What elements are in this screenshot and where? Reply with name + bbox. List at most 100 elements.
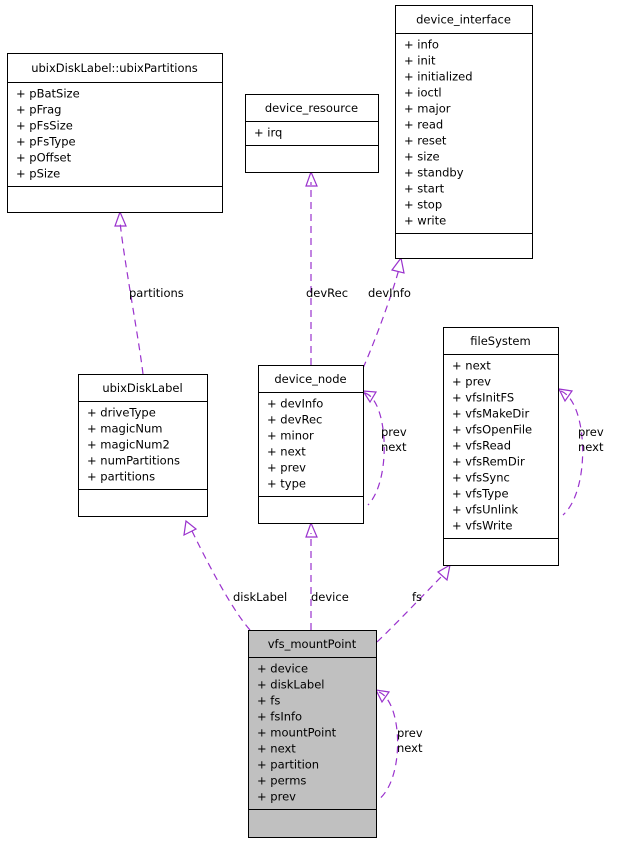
class-box-frame bbox=[245, 94, 379, 173]
class-attribute: + diskLabel bbox=[257, 678, 324, 692]
class-attribute: + ioctl bbox=[404, 86, 442, 100]
class-box-device_node[interactable]: device_node+ devInfo+ devRec+ minor+ nex… bbox=[258, 365, 364, 524]
edge-devInfo-line bbox=[357, 268, 400, 380]
class-attribute: + major bbox=[404, 102, 451, 116]
class-attribute: + pSize bbox=[16, 167, 60, 181]
class-attribute: + driveType bbox=[87, 406, 156, 420]
edge-device-arrowhead bbox=[305, 521, 318, 538]
class-attribute: + magicNum bbox=[87, 422, 162, 436]
edge-partitions-label: partitions bbox=[129, 286, 184, 300]
class-box-frame bbox=[395, 5, 533, 259]
edge-fs-label: fs bbox=[412, 590, 422, 604]
class-name-device_interface: device_interface bbox=[416, 13, 511, 27]
edge-devRec: devRec bbox=[305, 170, 348, 365]
class-box-vfs_mountPoint[interactable]: vfs_mountPoint+ device+ diskLabel+ fs+ f… bbox=[248, 630, 377, 838]
class-attribute: + vfsMakeDir bbox=[452, 407, 529, 421]
class-box-device_resource[interactable]: device_resource + irq bbox=[245, 94, 379, 173]
edge-devInfo-label: devInfo bbox=[368, 286, 411, 300]
class-attribute: + pFsType bbox=[16, 135, 76, 149]
edge-devInfo: devInfo bbox=[357, 256, 411, 380]
edge-diskLabel: diskLabel bbox=[183, 519, 287, 631]
class-name-device_node: device_node bbox=[274, 372, 346, 386]
class-attribute: + reset bbox=[404, 134, 447, 148]
class-box-fileSystem[interactable]: fileSystem + next + prev + vfsInitFS + vfsMa… bbox=[443, 327, 559, 566]
edge-fs-line bbox=[376, 574, 444, 643]
class-attribute: + vfsInitFS bbox=[452, 391, 514, 405]
class-box-device_interface[interactable]: device_interface+ info+ init+ initialize… bbox=[395, 5, 533, 259]
class-attribute: + mountPoint bbox=[257, 726, 337, 740]
class-attribute: + vfsOpenFile bbox=[452, 423, 532, 437]
class-attribute: + read bbox=[404, 118, 443, 132]
edge-devInfo-arrowhead bbox=[390, 256, 405, 274]
class-attribute: + magicNum2 bbox=[87, 438, 170, 452]
class-attribute: + partition bbox=[257, 758, 319, 772]
edge-partitions-line bbox=[119, 221, 144, 375]
class-name-vfs_mountPoint: vfs_mountPoint bbox=[268, 637, 357, 651]
edge-partitions-arrowhead bbox=[114, 210, 127, 227]
class-attribute: + pBatSize bbox=[16, 87, 80, 101]
class-box-frame bbox=[78, 374, 208, 517]
class-attribute: + stop bbox=[404, 198, 442, 212]
class-attribute: + write bbox=[404, 214, 446, 228]
class-attribute: + devInfo bbox=[267, 397, 323, 411]
edge-diskLabel-label: diskLabel bbox=[233, 590, 287, 604]
edge-diskLabel-arrowhead bbox=[183, 519, 198, 537]
edge-devRec-arrowhead bbox=[305, 170, 318, 187]
class-attribute: + pOffset bbox=[16, 151, 72, 165]
class-attribute: + vfsRead bbox=[452, 439, 511, 453]
class-attribute: + partitions bbox=[87, 470, 155, 484]
edge-fs-prevnext-arrowhead bbox=[557, 388, 574, 403]
class-box-frame bbox=[248, 630, 377, 838]
edge-mount-prevnext-line bbox=[377, 691, 399, 801]
class-box-ubixDiskLabel[interactable]: ubixDiskLabel + driveType + magicNum + magi… bbox=[78, 374, 208, 517]
class-attribute: + initialized bbox=[404, 70, 473, 84]
edge-device: device bbox=[305, 521, 349, 630]
class-attribute: + standby bbox=[404, 166, 464, 180]
class-attribute: + device bbox=[257, 662, 308, 676]
class-name-ubixPartitions: ubixDiskLabel::ubixPartitions bbox=[31, 61, 198, 75]
class-box-frame bbox=[258, 365, 364, 524]
edge-fs-arrowhead bbox=[436, 563, 451, 582]
class-attribute: + prev bbox=[452, 375, 491, 389]
class-attribute: + prev bbox=[257, 790, 296, 804]
edge-device-label: device bbox=[311, 590, 349, 604]
edge-mount-prevnext-arrowhead bbox=[374, 689, 391, 704]
class-attribute: + irq bbox=[254, 126, 282, 140]
edge-fs-prevnext-line bbox=[560, 390, 584, 516]
class-attribute: + vfsWrite bbox=[452, 519, 513, 533]
class-attribute: + type bbox=[267, 477, 306, 491]
class-attribute: + pFsSize bbox=[16, 119, 73, 133]
edge-partitions: partitions bbox=[114, 210, 184, 375]
class-attribute: + perms bbox=[257, 774, 306, 788]
class-attribute: + next bbox=[452, 359, 491, 373]
class-attribute: + vfsUnlink bbox=[452, 503, 519, 517]
class-name-fileSystem: fileSystem bbox=[470, 334, 530, 348]
class-attribute: + next bbox=[257, 742, 296, 756]
class-attribute: + fs bbox=[257, 694, 280, 708]
class-attribute: + pFrag bbox=[16, 103, 61, 117]
edge-diskLabel-line bbox=[191, 530, 251, 631]
class-name-device_resource: device_resource bbox=[265, 101, 358, 115]
edge-devnode-prevnext-line bbox=[364, 392, 385, 506]
class-box-ubixPartitions[interactable]: ubixDiskLabel::ubixPartitions+ pBatSize+… bbox=[7, 53, 223, 213]
edge-fs: fs bbox=[376, 563, 451, 643]
class-attribute: + info bbox=[404, 38, 439, 52]
class-attribute: + vfsRemDir bbox=[452, 455, 525, 469]
edge-devRec-label: devRec bbox=[306, 286, 348, 300]
class-attribute: + prev bbox=[267, 461, 306, 475]
class-attribute: + devRec bbox=[267, 413, 322, 427]
edge-devnode-prevnext-arrowhead bbox=[361, 390, 378, 404]
class-box-frame bbox=[443, 327, 559, 566]
class-box-layer: ubixDiskLabel::ubixPartitions+ pBatSize+… bbox=[7, 5, 559, 838]
class-name-ubixDiskLabel: ubixDiskLabel bbox=[102, 381, 182, 395]
class-attribute: + minor bbox=[267, 429, 314, 443]
class-attribute: + numPartitions bbox=[87, 454, 180, 468]
